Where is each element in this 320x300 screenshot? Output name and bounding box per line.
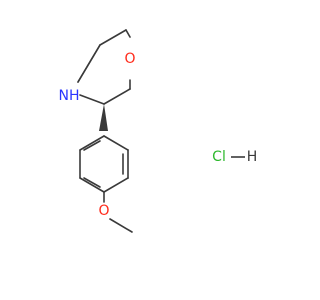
salt-hydrogen-label: H xyxy=(246,149,258,165)
bond-ar-double-3 xyxy=(83,140,101,151)
stereo-wedge-bond xyxy=(99,104,108,131)
bond-c1-c2 xyxy=(99,29,127,46)
structure-diagram: O NH O Cl H xyxy=(58,29,258,233)
bond-ar-1 xyxy=(103,135,129,151)
bond-c3-c4 xyxy=(103,88,131,105)
bond-methoxy-o-ch3 xyxy=(109,218,133,233)
bond-ar-6 xyxy=(79,135,105,151)
bond-c1-ring-n xyxy=(77,44,101,83)
bond-c4-n xyxy=(79,94,105,105)
salt-bond xyxy=(231,156,245,158)
bond-c2-o xyxy=(125,29,131,38)
bond-ar-4 xyxy=(79,177,105,193)
bond-ar-3 xyxy=(103,177,129,193)
bond-ar-double-2 xyxy=(83,177,101,188)
salt-chlorine-label: Cl xyxy=(212,149,226,165)
methoxy-oxygen-label: O xyxy=(98,203,110,219)
ring-oxygen-label: O xyxy=(124,51,136,67)
molecule-bonds xyxy=(77,29,133,233)
amine-nh-label: NH xyxy=(58,88,80,104)
